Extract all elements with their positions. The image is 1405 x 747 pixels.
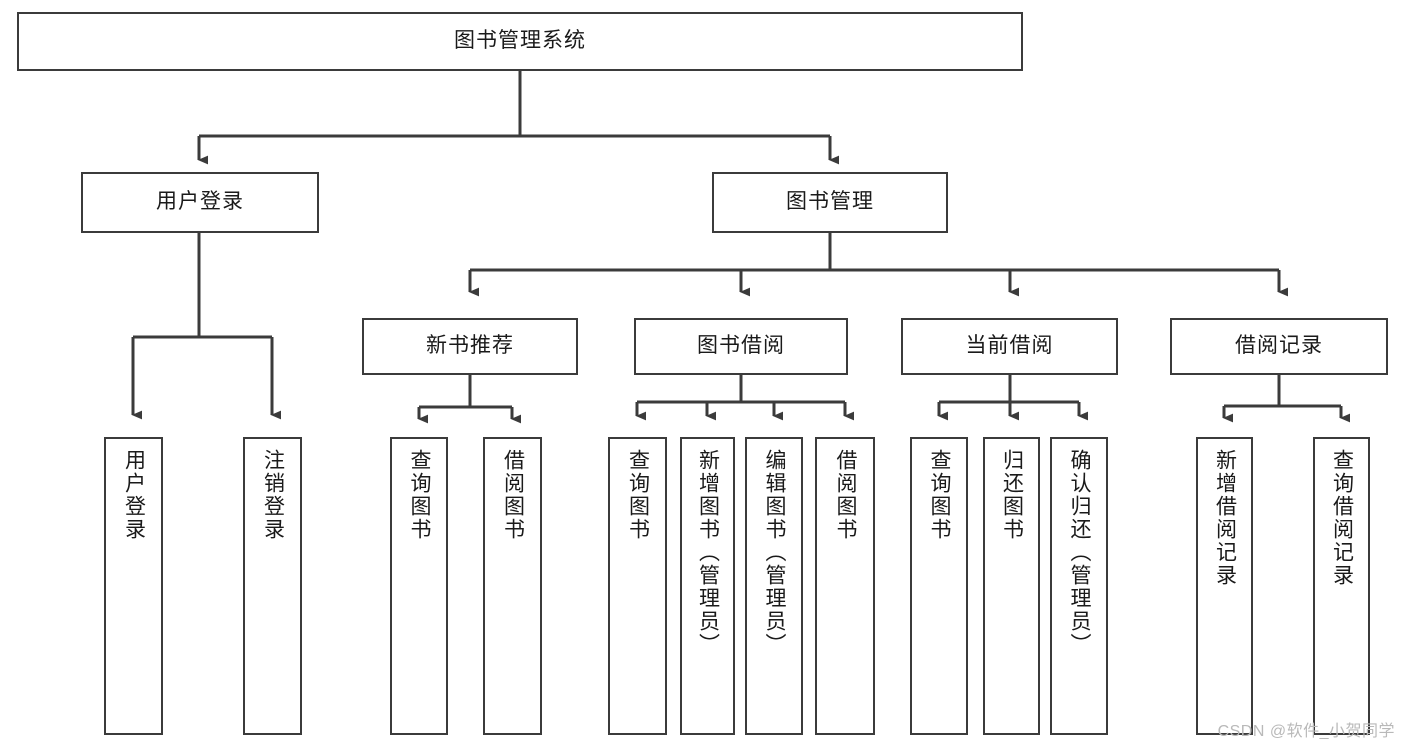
leaf-logout[interactable]: 注销登录 — [243, 437, 302, 735]
node-label: 归还图书 — [1000, 449, 1024, 541]
leaf-edit-book-admin[interactable]: 编辑图书（管理员） — [745, 437, 803, 735]
leaf-query-book-recommend[interactable]: 查询图书 — [390, 437, 448, 735]
leaf-borrow-book[interactable]: 借阅图书 — [815, 437, 875, 735]
node-label: 用户登录 — [156, 190, 244, 214]
node-borrow-record[interactable]: 借阅记录 — [1170, 318, 1388, 375]
node-label: 借阅图书 — [501, 449, 525, 541]
node-root-system[interactable]: 图书管理系统 — [17, 12, 1023, 71]
leaf-confirm-return-admin[interactable]: 确认归还（管理员） — [1050, 437, 1108, 735]
node-label: 图书借阅 — [697, 334, 785, 358]
node-label: 新增图书（管理员） — [696, 449, 720, 656]
node-label: 查询图书 — [928, 449, 952, 541]
node-label: 确认归还（管理员） — [1068, 449, 1092, 656]
node-label: 查询借阅记录 — [1330, 449, 1354, 587]
node-book-borrow[interactable]: 图书借阅 — [634, 318, 848, 375]
node-label: 注销登录 — [261, 449, 285, 541]
node-label: 编辑图书（管理员） — [763, 449, 787, 656]
node-label: 新书推荐 — [426, 334, 514, 358]
leaf-add-book-admin[interactable]: 新增图书（管理员） — [680, 437, 735, 735]
leaf-borrow-book-recommend[interactable]: 借阅图书 — [483, 437, 542, 735]
node-label: 借阅记录 — [1235, 334, 1323, 358]
node-label: 借阅图书 — [834, 449, 858, 541]
leaf-query-borrow-record[interactable]: 查询借阅记录 — [1313, 437, 1370, 735]
node-new-book-recommend[interactable]: 新书推荐 — [362, 318, 578, 375]
watermark: CSDN @软件_小贺同学 — [1217, 723, 1395, 740]
node-label: 当前借阅 — [965, 334, 1054, 358]
node-label: 新增借阅记录 — [1213, 449, 1237, 587]
node-label: 用户登录 — [122, 449, 146, 541]
node-label: 查询图书 — [626, 449, 650, 541]
node-label: 图书管理 — [786, 190, 874, 214]
node-user-login[interactable]: 用户登录 — [81, 172, 319, 233]
node-label: 图书管理系统 — [454, 29, 586, 53]
node-book-management[interactable]: 图书管理 — [712, 172, 948, 233]
leaf-return-book[interactable]: 归还图书 — [983, 437, 1040, 735]
leaf-query-book-borrow[interactable]: 查询图书 — [608, 437, 667, 735]
node-current-borrow[interactable]: 当前借阅 — [901, 318, 1118, 375]
leaf-add-borrow-record[interactable]: 新增借阅记录 — [1196, 437, 1253, 735]
leaf-query-book-current[interactable]: 查询图书 — [910, 437, 968, 735]
leaf-user-login[interactable]: 用户登录 — [104, 437, 163, 735]
node-label: 查询图书 — [408, 449, 432, 541]
